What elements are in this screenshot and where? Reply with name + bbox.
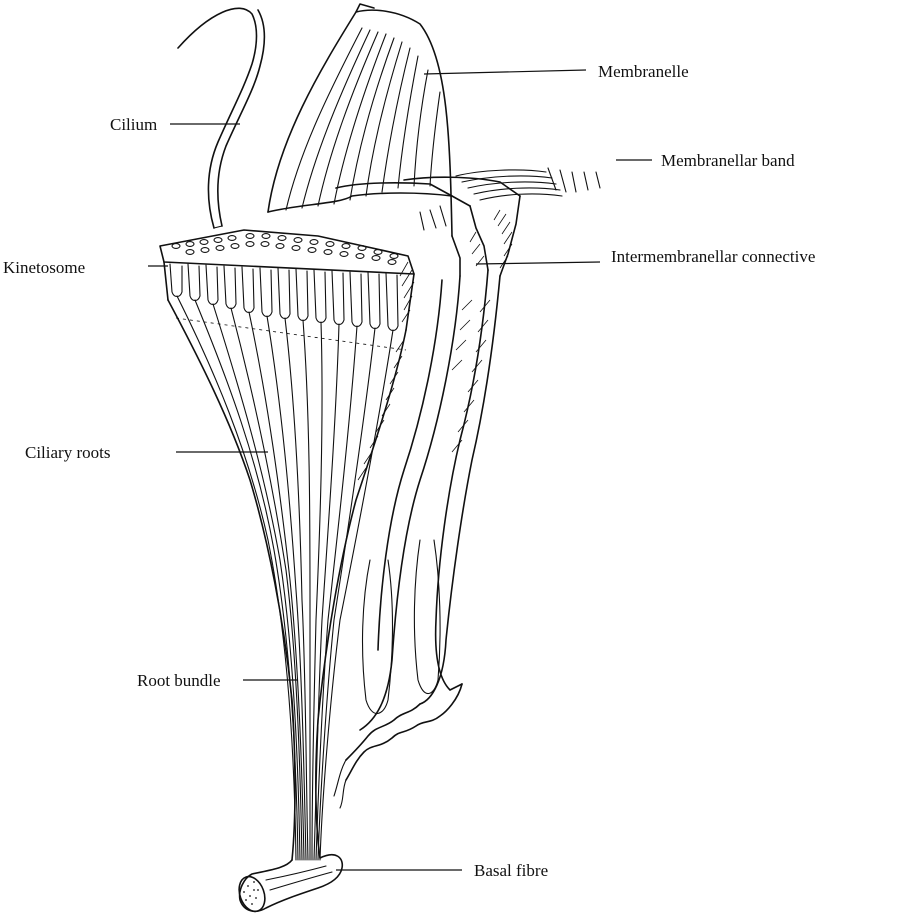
label-root-bundle: Root bundle [137,671,221,690]
kinetosome-rows [172,234,398,265]
label-cilium: Cilium [110,115,157,134]
leader-lines [148,70,652,870]
label-membranelle: Membranelle [598,62,689,81]
basal-fibre-drawing [235,855,343,915]
cilium-drawing [178,8,264,228]
label-membranellar-band: Membranellar band [661,151,795,170]
ciliary-roots-drawing [168,296,406,860]
kinetosome-tubes [170,264,398,331]
basal-fibre-dots [243,881,259,905]
membranellar-band-drawing [456,168,600,200]
label-intermembranellar-connective: Intermembranellar connective [611,247,815,266]
label-kinetosome: Kinetosome [3,258,85,277]
label-ciliary-roots: Ciliary roots [25,443,110,462]
label-basal-fibre: Basal fibre [474,861,548,880]
membranelle-drawing [268,4,452,236]
